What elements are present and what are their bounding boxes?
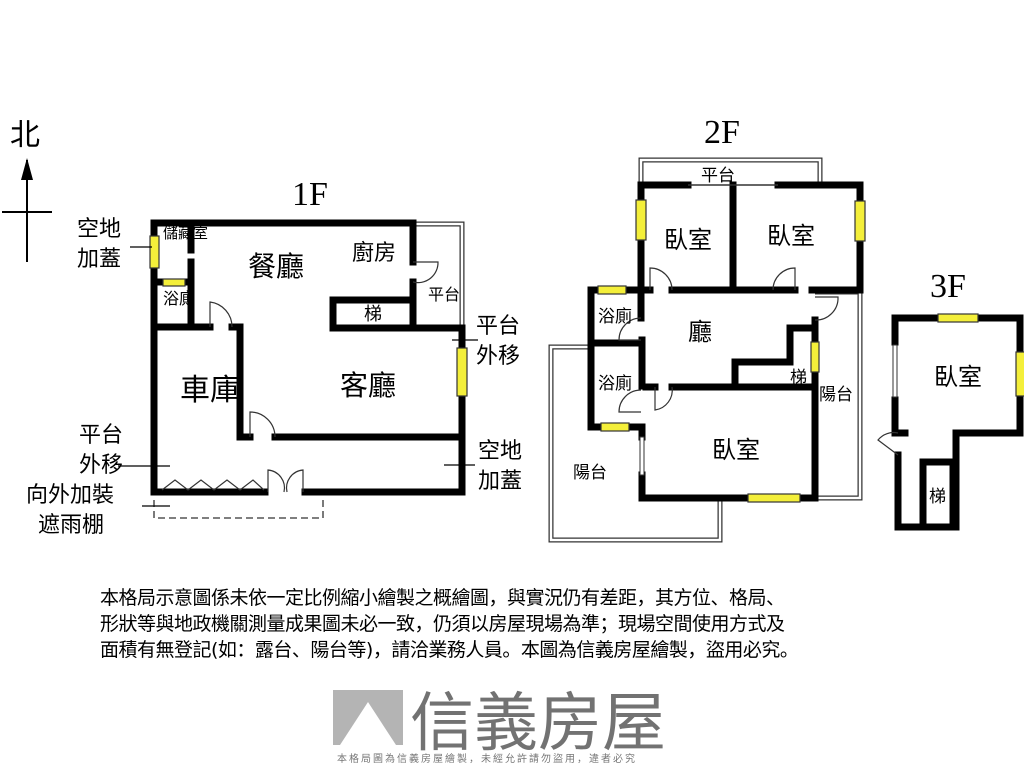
- callout-platform: 平台: [476, 314, 520, 339]
- floor-title-2f: 2F: [704, 114, 740, 151]
- room-storage: 儲藏室: [163, 224, 208, 242]
- watermark-brand: 信義房屋: [410, 687, 666, 761]
- window: [600, 422, 630, 432]
- callout-add-roof: 加蓋: [77, 247, 121, 272]
- north-label: 北: [10, 119, 40, 152]
- room-bedroom: 臥室: [767, 222, 815, 250]
- window: [149, 235, 160, 269]
- callout-platform: 平台: [79, 423, 123, 448]
- room-bath: 浴廁: [598, 373, 632, 394]
- room-garage: 車庫: [180, 373, 240, 408]
- window: [937, 313, 979, 323]
- callout-moved-out: 外移: [476, 344, 520, 369]
- room-stairs: 梯: [790, 368, 807, 388]
- disclaimer-line: 形狀等與地政機關測量成果圖未必一致，仍須以房屋現場為準；現場空間使用方式及: [100, 613, 785, 635]
- room-kitchen: 廚房: [352, 241, 396, 266]
- floor-title-1f: 1F: [292, 176, 328, 213]
- callout-empty-lot: 空地: [77, 217, 121, 242]
- window: [635, 199, 647, 241]
- room-platform: 平台: [701, 166, 735, 186]
- disclaimer-line: 面積有無登記(如：露台、陽台等)，請洽業務人員。本圖為信義房屋繪製，盜用必究。: [100, 639, 799, 661]
- room-stairs: 梯: [364, 304, 382, 325]
- room-bedroom: 臥室: [664, 226, 712, 254]
- room-platform: 平台: [428, 285, 460, 304]
- window: [597, 285, 627, 295]
- callout-awning: 遮雨棚: [38, 513, 104, 538]
- callout-empty-lot: 空地: [478, 439, 522, 464]
- room-bedroom: 臥室: [934, 363, 982, 391]
- disclaimer-line: 本格局示意圖係未依一定比例縮小繪製之概繪圖，與實況仍有差距，其方位、格局、: [100, 587, 785, 609]
- window: [854, 200, 866, 242]
- callout-awning: 向外加裝: [26, 483, 114, 508]
- room-dining: 餐廳: [248, 250, 304, 283]
- room-balcony: 陽台: [573, 463, 607, 483]
- room-living: 客廳: [340, 369, 396, 402]
- callout-moved-out: 外移: [79, 453, 123, 478]
- room-hall: 廳: [688, 318, 712, 346]
- floor-title-3f: 3F: [930, 268, 966, 305]
- watermark: 信義房屋 本格局圖為信義房屋繪製，未經允許請勿盜用，違者必究: [333, 687, 666, 765]
- disclaimer: 本格局示意圖係未依一定比例縮小繪製之概繪圖，與實況仍有差距，其方位、格局、 形狀…: [100, 585, 930, 663]
- window: [162, 278, 186, 287]
- window: [456, 347, 468, 397]
- floor-3f: [877, 313, 1024, 531]
- window: [747, 493, 801, 503]
- window: [810, 341, 820, 373]
- room-bedroom: 臥室: [712, 436, 760, 464]
- room-stairs: 梯: [929, 487, 946, 507]
- floor-2f: [548, 157, 866, 543]
- callout-add-roof: 加蓋: [478, 469, 522, 494]
- room-balcony: 陽台: [819, 385, 853, 405]
- room-bath: 浴廁: [163, 289, 195, 308]
- watermark-notice: 本格局圖為信義房屋繪製，未經允許請勿盜用，違者必究: [337, 752, 637, 765]
- floor-1f: [118, 219, 478, 519]
- window: [1015, 351, 1024, 397]
- room-bath: 浴廁: [598, 306, 632, 327]
- north-arrow-icon: [2, 158, 52, 262]
